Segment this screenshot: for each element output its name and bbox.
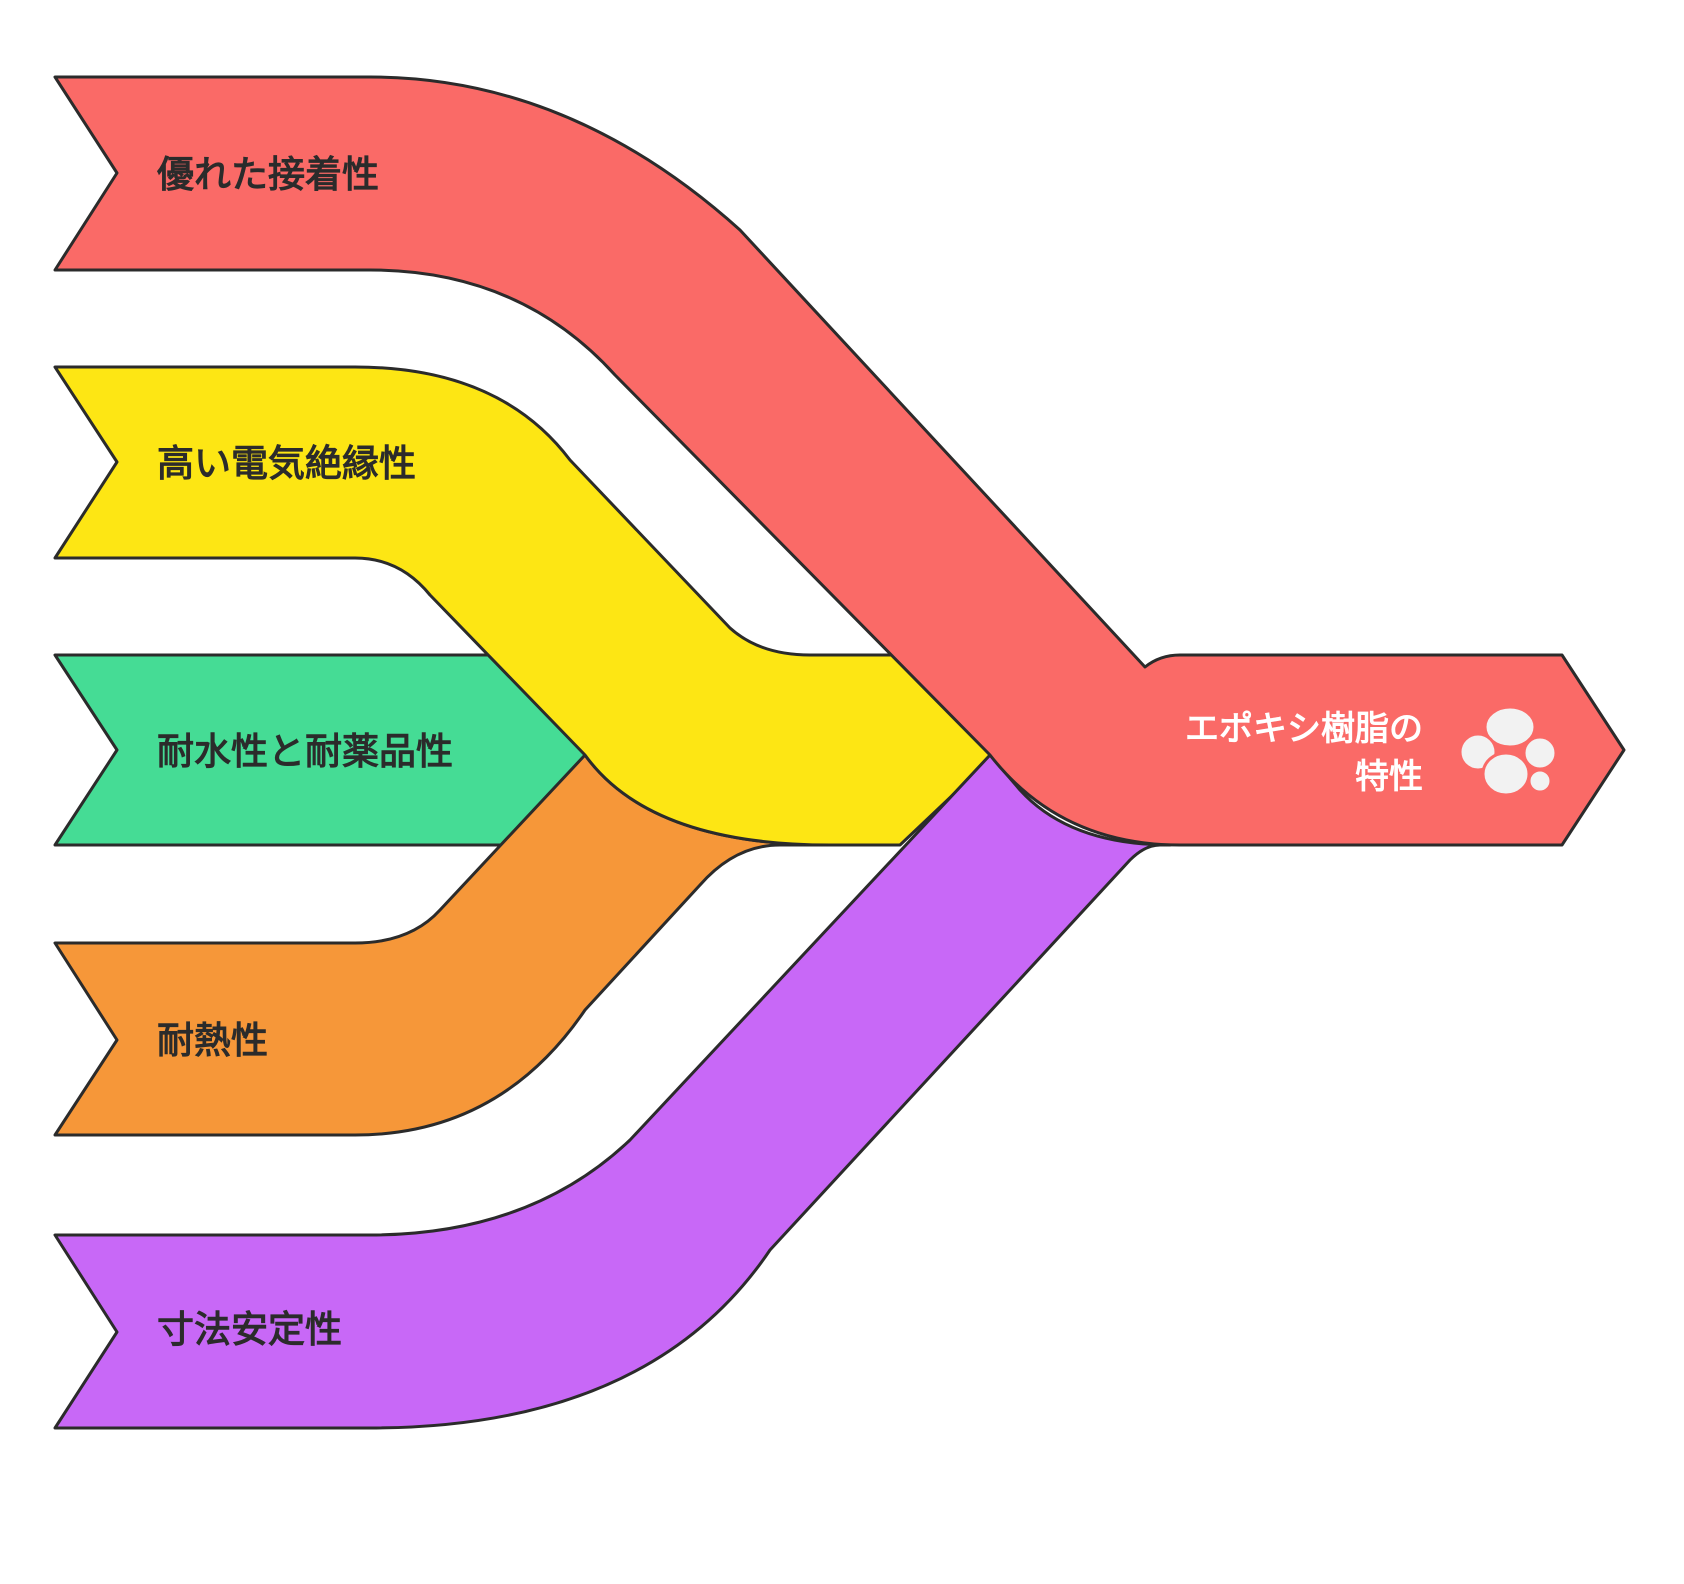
source-label-water-chemical-resistance: 耐水性と耐薬品性 <box>157 730 453 773</box>
target-label-line1: エポキシ樹脂の <box>1185 709 1423 749</box>
source-band-heat-resistance <box>53 753 832 1137</box>
target-label-line2: 特性 <box>1355 757 1423 797</box>
source-label-heat-resistance: 耐熱性 <box>157 1019 268 1062</box>
source-label-adhesion: 優れた接着性 <box>156 153 379 196</box>
pebbles-icon <box>1458 705 1558 797</box>
source-label-dimensional-stability: 寸法安定性 <box>157 1308 342 1351</box>
source-band-electrical-insulation <box>53 365 997 847</box>
source-band-adhesion <box>53 75 1626 847</box>
source-label-electrical-insulation: 高い電気絶縁性 <box>157 442 416 485</box>
